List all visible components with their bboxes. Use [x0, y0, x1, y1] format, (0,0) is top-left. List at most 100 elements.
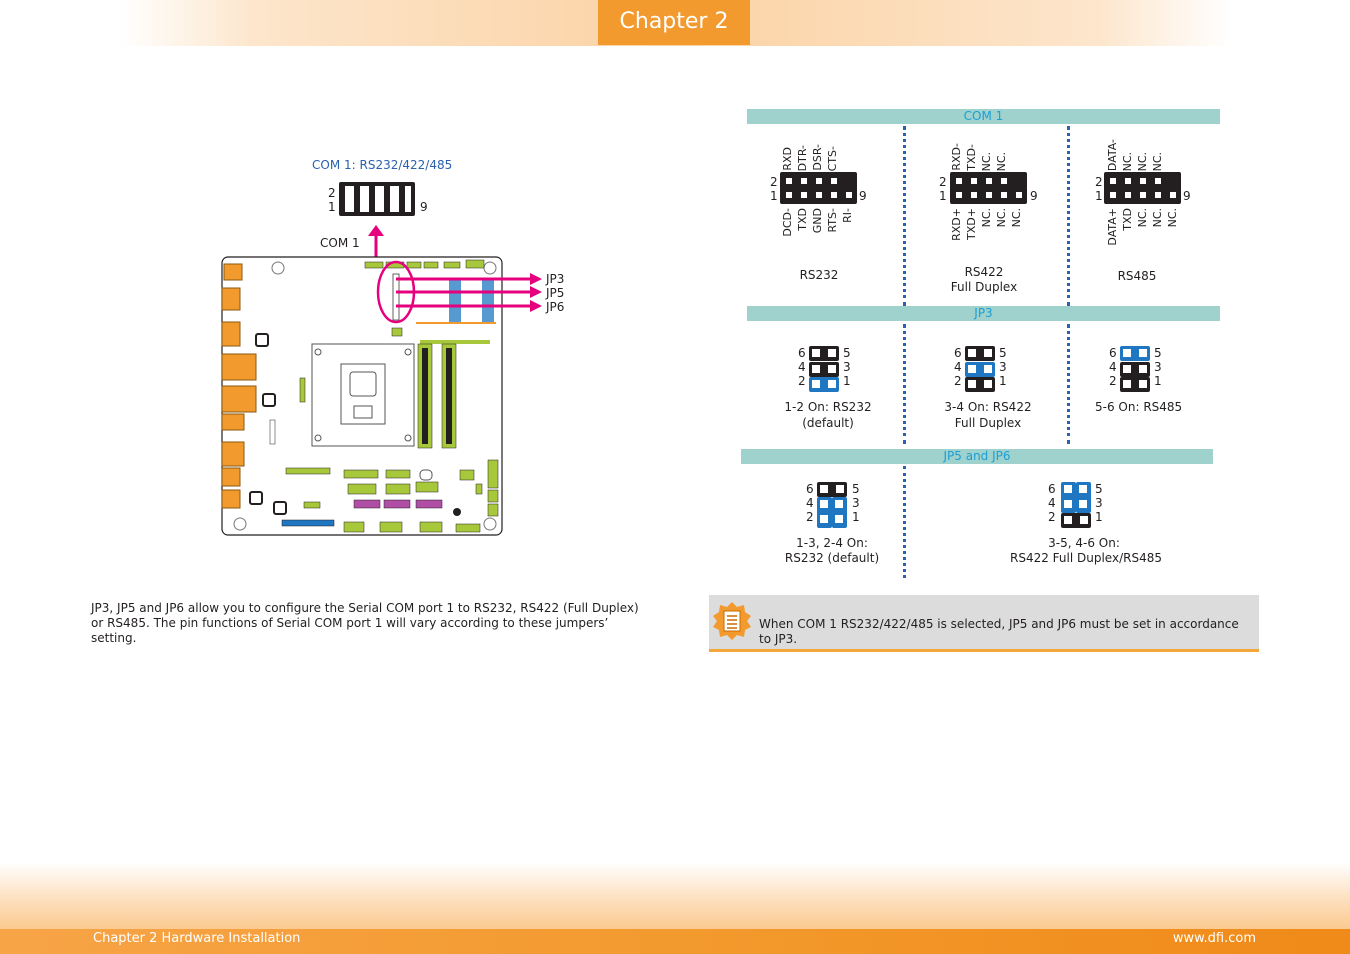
pin-1-label: 1	[770, 189, 778, 203]
jp3-caption-line2: (default)	[802, 416, 854, 430]
pin-number: 5	[852, 482, 860, 496]
footer-url: www.dfi.com	[1172, 931, 1256, 946]
footer-glow	[0, 862, 1350, 930]
pin-label: NC.	[1121, 151, 1134, 171]
jp3-caption-line1: 1-2 On: RS232	[784, 400, 872, 414]
mode-rs232: RXD DTR- DSR- CTS- 2 1 9 DCD- TXD GND RT…	[760, 126, 880, 306]
pin-label: NC.	[1136, 151, 1149, 171]
pin-number: 2	[1048, 510, 1056, 524]
pin-label: TXD+	[965, 208, 978, 240]
pin-number: 4	[954, 360, 962, 374]
com-pin-9-label: 9	[420, 200, 428, 214]
jumper-cap	[809, 377, 839, 392]
pin-2-label: 2	[770, 175, 778, 189]
pin-number: 1	[1095, 510, 1103, 524]
divider-dots	[903, 126, 906, 306]
jumper-block	[817, 482, 847, 528]
pin-2-label: 2	[1095, 175, 1103, 189]
pin-label: TXD	[1121, 208, 1134, 231]
com-title: COM 1: RS232/422/485	[312, 158, 453, 172]
jumper-pins	[809, 346, 839, 361]
divider-dots	[1067, 126, 1070, 306]
jp3-band: JP3	[747, 306, 1220, 321]
jp56-setting-rs422-rs485: 6 4 2 5 3 1 3-5, 4-6 On: RS422 Full Dupl…	[1010, 482, 1162, 572]
divider-dots	[903, 324, 906, 444]
pin-label: NC.	[995, 151, 1008, 171]
jumper-pins	[1120, 377, 1150, 392]
note-text: When COM 1 RS232/422/485 is selected, JP…	[759, 617, 1239, 646]
com-header	[780, 172, 857, 204]
description-text: JP3, JP5 and JP6 allow you to configure …	[91, 601, 639, 645]
jp3-caption-line1: 5-6 On: RS485	[1095, 400, 1183, 414]
jumper-pins	[809, 361, 839, 377]
pin-label: DATA-	[1106, 138, 1119, 171]
note-box: When COM 1 RS232/422/485 is selected, JP…	[709, 595, 1259, 652]
pin-number: 2	[954, 374, 962, 388]
jumper-block	[809, 346, 839, 392]
jp56-caption-line1: 1-3, 2-4 On:	[796, 536, 868, 550]
pin-number: 6	[954, 346, 962, 360]
mode-rs422: RXD- TXD- NC. NC. 2 1 9 RXD+ TXD+ NC. NC…	[929, 126, 1049, 306]
pin-number: 1	[852, 510, 860, 524]
pin-number: 6	[1048, 482, 1056, 496]
motherboard-diagram	[221, 225, 542, 536]
pin-label: RTS-	[826, 208, 839, 233]
footer-chapter-text: Chapter 2 Hardware Installation	[93, 931, 301, 946]
pin-label: RXD	[781, 147, 794, 171]
jumper-pins	[965, 346, 995, 361]
divider-dots	[903, 466, 906, 578]
pin-number: 4	[798, 360, 806, 374]
pin-number: 5	[999, 346, 1007, 360]
jumper-block	[965, 346, 995, 392]
pin-number: 3	[843, 360, 851, 374]
jumper-pins	[1120, 361, 1150, 377]
jp5-label: JP5	[546, 286, 565, 300]
chapter-tab: Chapter 2	[598, 0, 750, 45]
pin-label: NC.	[1010, 208, 1023, 228]
jp3-caption-line2: Full Duplex	[954, 416, 1022, 430]
pin-9-label: 9	[1030, 189, 1038, 203]
pin-label: DATA+	[1106, 208, 1119, 246]
pin-label: RXD-	[950, 143, 963, 171]
pin-number: 3	[1154, 360, 1162, 374]
pin-number: 3	[999, 360, 1007, 374]
pin-number: 3	[852, 496, 860, 510]
pin-label: NC.	[1151, 208, 1164, 228]
jp56-setting-rs232: 6 4 2 5 3 1 1-3, 2-4 On: RS232 (default)	[780, 482, 890, 572]
pin-label: NC.	[1136, 208, 1149, 228]
pin-number: 6	[806, 482, 814, 496]
pin-label: CTS-	[826, 145, 839, 171]
mode-name: RS485	[1117, 269, 1157, 283]
pin-label: GND	[811, 208, 824, 234]
jp3-label: JP3	[546, 272, 565, 286]
pin-number: 4	[806, 496, 814, 510]
pin-label: RXD+	[950, 208, 963, 241]
divider-dots	[1067, 324, 1070, 444]
jp56-caption-line1: 3-5, 4-6 On:	[1048, 536, 1120, 550]
pin-number: 1	[1154, 374, 1162, 388]
mode-name: RS232	[799, 268, 839, 282]
pin-number: 6	[1109, 346, 1117, 360]
com-connector	[339, 182, 415, 216]
pin-number: 4	[1109, 360, 1117, 374]
pin-number: 1	[999, 374, 1007, 388]
pin-number: 4	[1048, 496, 1056, 510]
jumper-block	[1120, 346, 1150, 392]
com-connector-label: COM 1	[320, 236, 360, 250]
pin-1-label: 1	[1095, 189, 1103, 203]
jp56-band: JP5 and JP6	[741, 449, 1213, 464]
pin-9-label: 9	[859, 189, 867, 203]
footer-bar	[0, 929, 1350, 954]
pin-number: 3	[1095, 496, 1103, 510]
mode-sub: Full Duplex	[950, 280, 1018, 294]
pin-label: NC.	[1151, 151, 1164, 171]
com-header	[950, 172, 1027, 204]
pin-1-label: 1	[939, 189, 947, 203]
pin-number: 5	[843, 346, 851, 360]
pin-label: TXD-	[965, 144, 978, 171]
jumper-cap	[1120, 346, 1150, 361]
mode-name: RS422	[964, 265, 1004, 279]
mode-rs485: DATA- NC. NC. NC. 2 1 9 DATA+ TXD NC. NC…	[1085, 126, 1205, 306]
